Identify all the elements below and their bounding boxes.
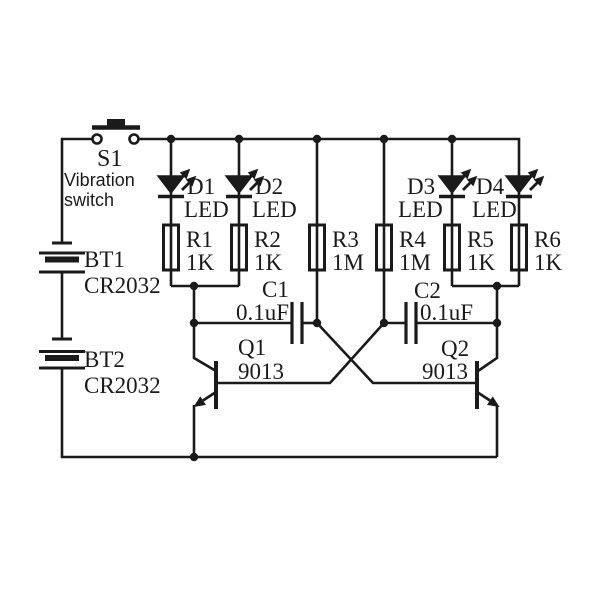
resistor-r2-ref: R2 — [254, 227, 281, 252]
q2-emitter-arrow — [487, 396, 500, 408]
switch-button-cap — [107, 119, 125, 128]
led-d2-label: LED — [252, 197, 297, 222]
transistor-q2-symbol — [475, 361, 500, 409]
resistor-r5-symbol — [443, 223, 461, 272]
resistor-r1-ref: R1 — [186, 227, 213, 252]
transistor-q1-symbol — [193, 361, 218, 409]
junction-dots — [166, 134, 502, 462]
resistor-r6-value: 1K — [534, 250, 563, 275]
battery-bt1-value: CR2032 — [84, 273, 161, 298]
resistor-r4-ref: R4 — [399, 227, 426, 252]
resistor-r1-value: 1K — [186, 250, 215, 275]
q1-emitter-arrow — [193, 396, 206, 408]
switch-ref-label: S1 — [97, 146, 122, 172]
resistor-r2-value: 1K — [254, 250, 283, 275]
resistor-r6-ref: R6 — [534, 227, 561, 252]
wire-segment — [138, 137, 521, 286]
wire-segment — [60, 137, 93, 243]
wires — [60, 137, 521, 459]
led-d4-label: LED — [472, 197, 517, 222]
capacitor-c2-symbol — [404, 302, 418, 344]
led-d2-ref: D2 — [255, 174, 283, 199]
resistor-r3-symbol — [308, 223, 326, 272]
wire-segment — [192, 286, 217, 373]
capacitor-c1-value: 0.1uF — [236, 300, 289, 325]
led-d4-symbol — [506, 167, 546, 197]
led-d1-ref: D1 — [187, 174, 215, 199]
switch-terminal-right — [128, 133, 140, 145]
capacitor-c1-symbol — [290, 302, 304, 344]
transistor-q2-ref: Q2 — [441, 336, 469, 361]
switch-terminal-left — [91, 133, 103, 145]
resistor-r4-symbol — [375, 223, 393, 272]
resistor-r6-symbol — [510, 223, 528, 272]
led-d3-label: LED — [398, 197, 443, 222]
resistor-r1-symbol — [162, 223, 180, 272]
wire-segment — [316, 322, 477, 385]
capacitor-c2-value: 0.1uF — [420, 300, 473, 325]
resistor-r3-value: 1M — [332, 250, 364, 275]
q1-emitter-line — [202, 390, 217, 402]
wire-segment — [60, 368, 497, 459]
battery-bt1-symbol — [39, 241, 85, 274]
transistor-q1-ref: Q1 — [238, 335, 266, 360]
wire-segment — [216, 322, 385, 385]
led-d3-symbol — [439, 167, 479, 197]
switch-desc-line2: switch — [64, 190, 114, 210]
led-d1-label: LED — [184, 197, 229, 222]
transistor-q2-value: 9013 — [422, 359, 468, 384]
led-d4-ref: D4 — [476, 174, 505, 199]
q2-emitter-line — [476, 390, 491, 402]
resistor-r5-value: 1K — [467, 250, 496, 275]
battery-bt1-ref: BT1 — [84, 247, 125, 272]
wire-segment — [477, 286, 499, 373]
resistor-r5-ref: R5 — [467, 227, 494, 252]
battery-bt2-symbol — [39, 337, 85, 370]
battery-bt2-value: CR2032 — [84, 373, 161, 398]
battery-bt2-ref: BT2 — [84, 347, 125, 372]
resistor-r2-symbol — [230, 223, 248, 272]
capacitor-c2-ref: C2 — [414, 278, 441, 303]
resistor-r3-ref: R3 — [332, 227, 359, 252]
capacitor-c1-ref: C1 — [262, 277, 289, 302]
transistor-q1-value: 9013 — [238, 359, 284, 384]
vibration-switch-symbol — [91, 119, 140, 145]
resistor-r4-value: 1M — [399, 250, 431, 275]
led-d3-ref: D3 — [407, 174, 435, 199]
switch-desc-line1: Vibration — [64, 170, 135, 190]
